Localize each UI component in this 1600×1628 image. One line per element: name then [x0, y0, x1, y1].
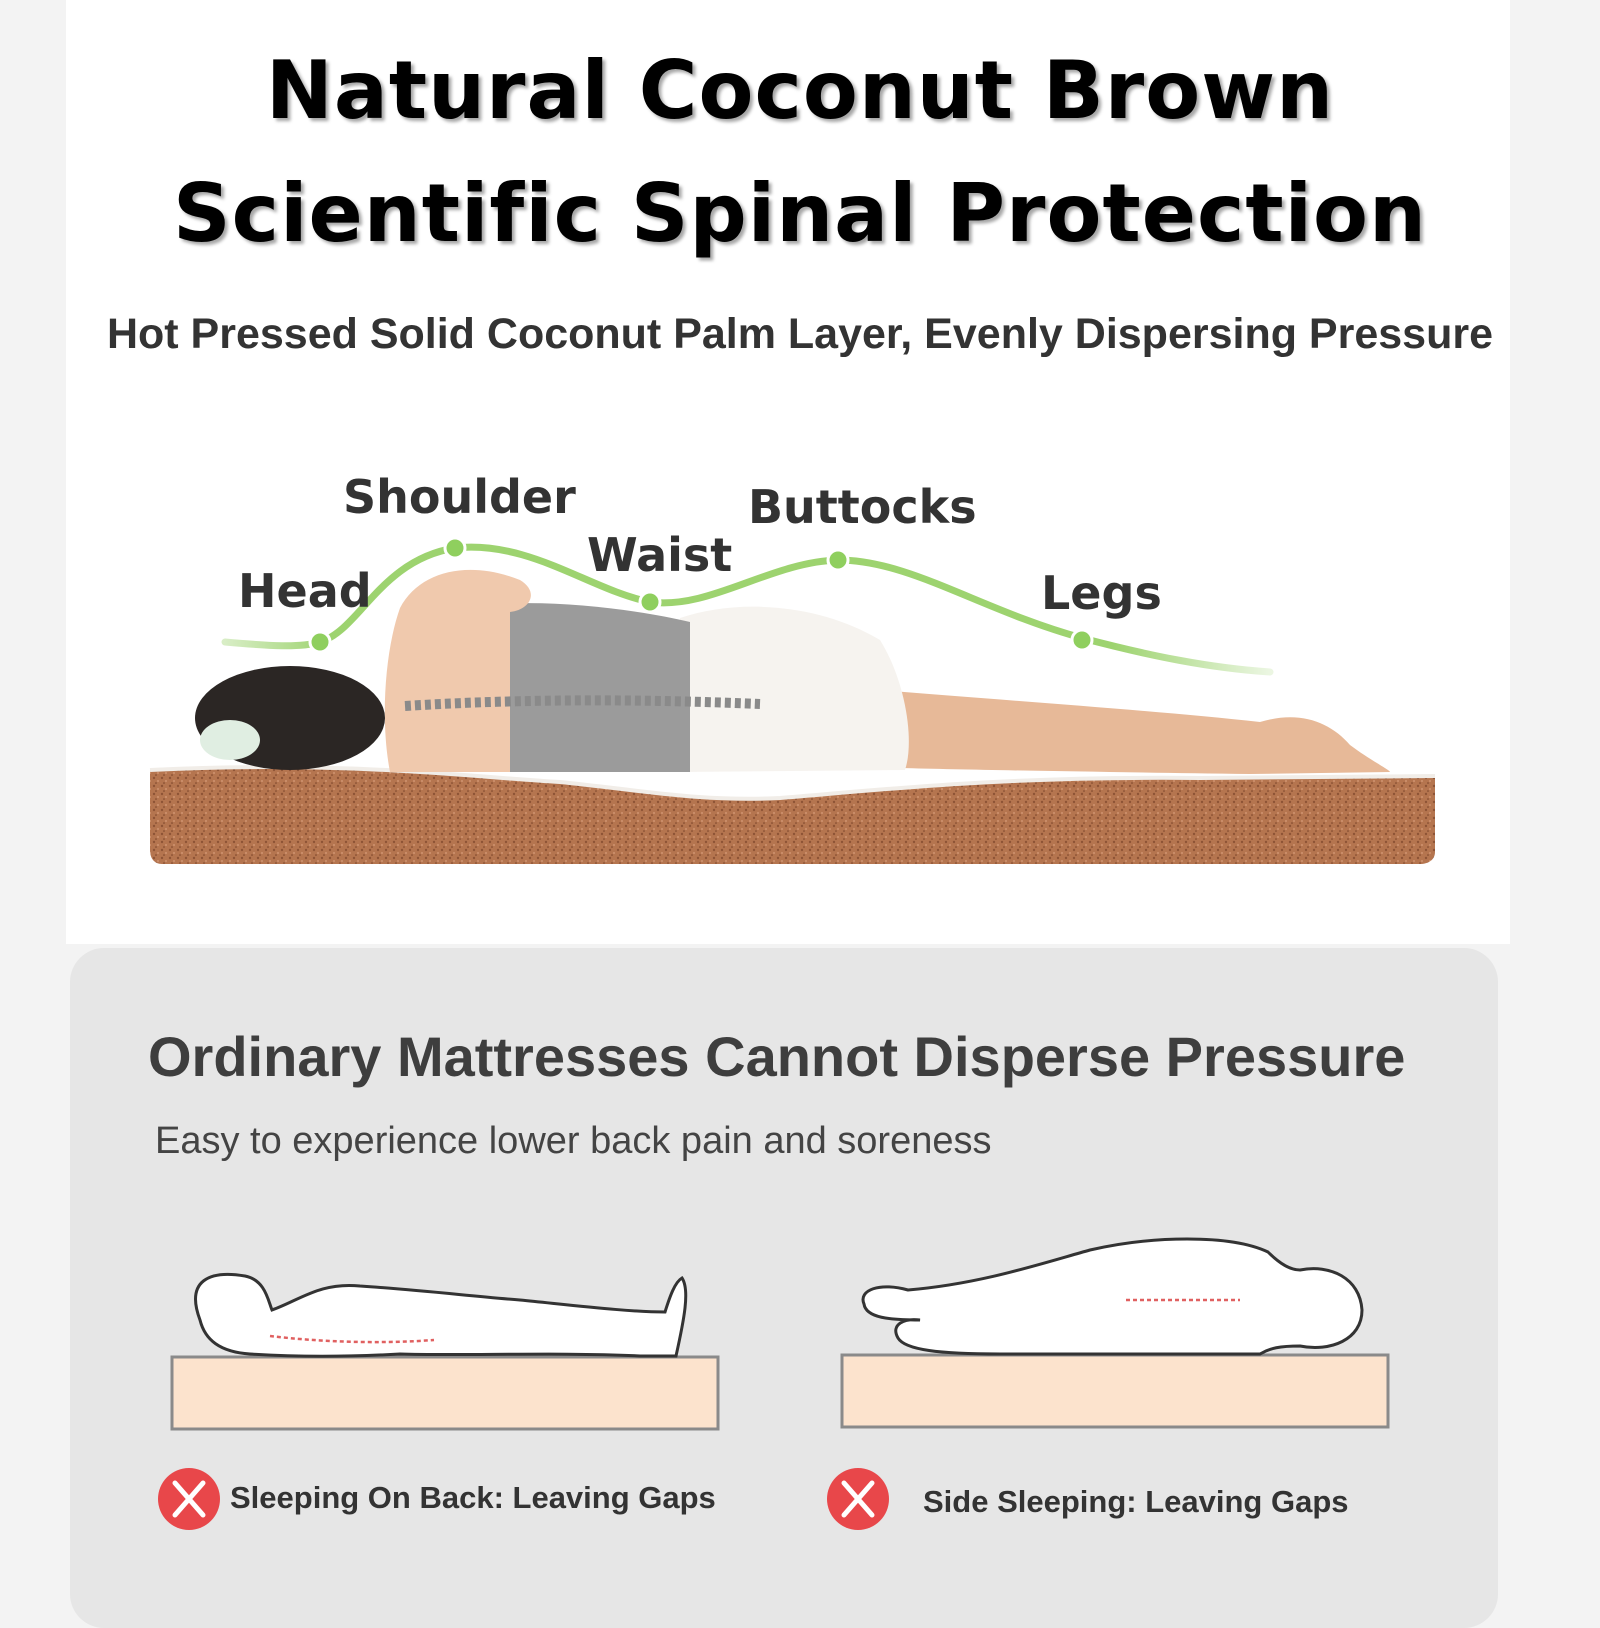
label-shoulder: Shoulder — [343, 470, 576, 524]
x-mark-icon — [158, 1468, 220, 1530]
headline-line-1: Natural Coconut Brown — [265, 44, 1335, 137]
side-sleeping-caption: Side Sleeping: Leaving Gaps — [923, 1484, 1349, 1519]
subtitle: Hot Pressed Solid Coconut Palm Layer, Ev… — [106, 310, 1494, 358]
shoulder-point — [443, 536, 467, 560]
label-buttocks: Buttocks — [748, 480, 977, 534]
back-sleeping-caption: Sleeping On Back: Leaving Gaps — [230, 1480, 716, 1515]
x-mark-icon — [827, 1468, 889, 1530]
label-legs: Legs — [1041, 566, 1162, 620]
label-head: Head — [238, 564, 372, 618]
coir-mattress — [149, 765, 1436, 864]
comparison-title: Ordinary Mattresses Cannot Disperse Pres… — [148, 1025, 1406, 1088]
label-waist: Waist — [587, 528, 733, 582]
side-sleeping-diagram — [840, 1237, 1390, 1429]
back-sleeping-diagram — [170, 1272, 720, 1431]
coconut-mattress-illustration — [149, 536, 1436, 864]
headline-line-2: Scientific Spinal Protection — [173, 167, 1427, 260]
pressure-points — [308, 536, 1094, 654]
buttocks-point — [826, 548, 850, 572]
waist-point — [638, 590, 662, 614]
head-point — [308, 630, 332, 654]
legs-point — [1070, 628, 1094, 652]
sleeping-person — [195, 569, 1390, 774]
comparison-subtitle: Easy to experience lower back pain and s… — [155, 1120, 992, 1162]
